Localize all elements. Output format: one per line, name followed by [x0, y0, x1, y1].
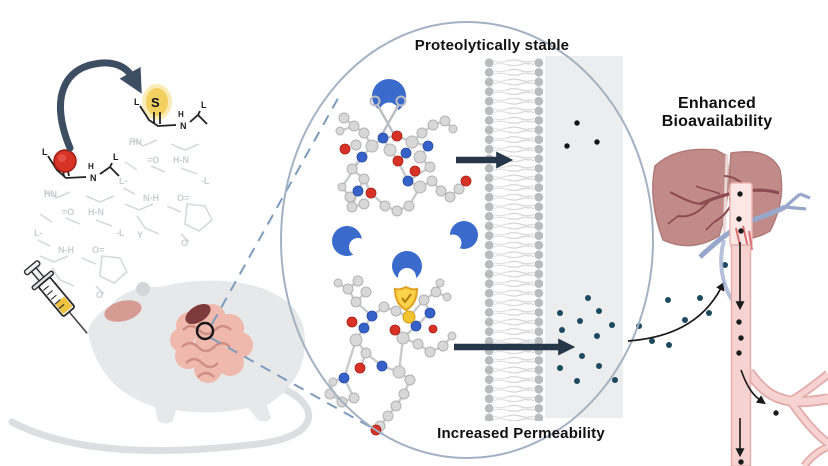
- peptide-scaffold-faint: HN =O H-N L- -L N-H O= Y O: [119, 137, 213, 248]
- sulfur-atom-label: S: [151, 95, 160, 110]
- protease-pacman-icon: [332, 226, 367, 256]
- vessel-flow-arrows: [735, 242, 766, 458]
- residue-label: L: [42, 147, 48, 157]
- svg-text:N-H: N-H: [58, 245, 74, 255]
- mouse-tail: [8, 384, 313, 454]
- magnifier-dashed-line-top: [211, 92, 342, 325]
- svg-text:N: N: [180, 121, 187, 131]
- shield-check-icon: [393, 285, 419, 312]
- increased-permeability-label: Increased Permeability: [437, 425, 605, 442]
- svg-text:N-H: N-H: [143, 193, 159, 203]
- amide-molecule-3d: [335, 112, 472, 217]
- scissors-icon: [369, 95, 407, 139]
- chemical-structure-thioamide: HN =O H-N L- -L N-H O= Y O L L H N S: [119, 84, 213, 248]
- absorption-curved-arrow: [627, 281, 725, 342]
- thioamide-molecule-3d: [324, 275, 457, 436]
- blood-vessel: [729, 182, 828, 466]
- svg-text:H: H: [88, 162, 94, 171]
- svg-text:-L: -L: [201, 176, 210, 186]
- svg-text:O=: O=: [177, 193, 189, 203]
- svg-text:-L: -L: [116, 228, 125, 238]
- mouse-organ: [104, 300, 142, 322]
- enhanced-bioavailability-label: Enhanced Bioavailability: [661, 95, 773, 130]
- magnified-view-ellipse: [280, 21, 654, 459]
- cytosol-shade: [545, 56, 623, 418]
- magnifier-dashed-line-bottom: [210, 337, 384, 435]
- svg-text:H: H: [178, 110, 184, 119]
- svg-text:O: O: [181, 238, 188, 248]
- svg-text:=O: =O: [147, 155, 159, 165]
- svg-text:H-N: H-N: [88, 207, 104, 217]
- protease-pacman-icon: [392, 251, 422, 286]
- proteolytically-stable-label: Proteolytically stable: [414, 37, 570, 54]
- label-hn: HN: [44, 189, 57, 199]
- thioamide-permeated-dots: [557, 262, 728, 384]
- vessel-dots: [736, 191, 779, 465]
- svg-text:L: L: [134, 97, 140, 107]
- amide-permeated-dots: [564, 120, 600, 149]
- mouse-ear: [136, 282, 150, 296]
- syringe-icon: [23, 260, 88, 334]
- svg-text:O: O: [96, 290, 103, 300]
- svg-text:=O: =O: [62, 207, 74, 217]
- svg-text:L-: L-: [34, 228, 43, 238]
- svg-text:L: L: [113, 152, 119, 162]
- lipid-bilayer-membrane: [483, 58, 545, 421]
- svg-text:L-: L-: [119, 176, 128, 186]
- vessel-branches: [744, 368, 828, 466]
- chemical-structure-amide: HN =O H-N L- -L N-H O= Y O L L H N: [34, 147, 128, 300]
- svg-text:L: L: [201, 100, 207, 110]
- mouse-illustration: [8, 280, 313, 454]
- protease-pacman-icon: [372, 79, 406, 122]
- svg-text:HN: HN: [129, 137, 142, 147]
- intestine-target-circle: [195, 321, 215, 341]
- svg-text:O=: O=: [92, 245, 104, 255]
- svg-text:H-N: H-N: [173, 155, 189, 165]
- amide-oxygen-highlight: [53, 149, 77, 173]
- mouse-dark-organ: [185, 303, 211, 325]
- svg-text:Y: Y: [137, 230, 143, 240]
- protease-pacman-icon: [444, 221, 478, 252]
- oxygen-to-sulfur-transform-arrow: [57, 59, 142, 152]
- svg-text:N: N: [90, 173, 97, 183]
